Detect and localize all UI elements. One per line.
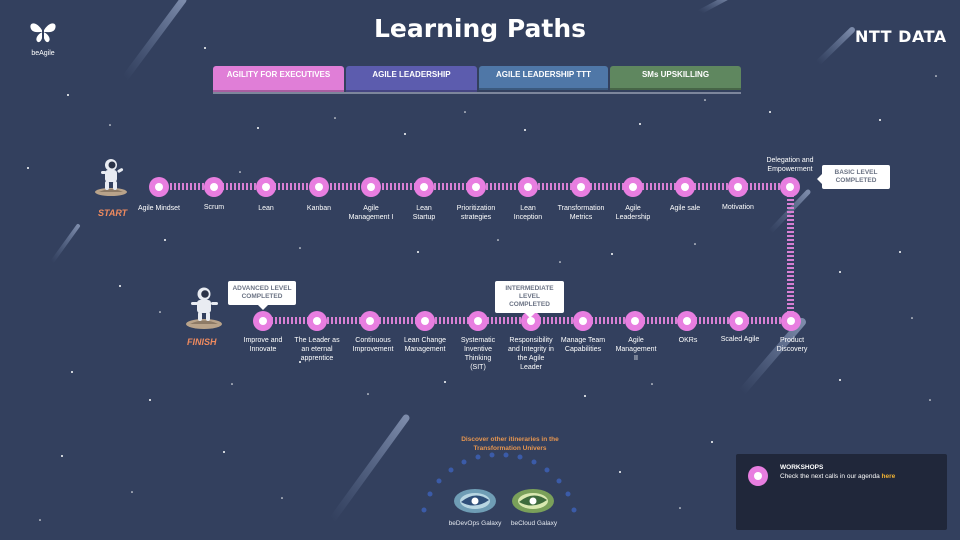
astronaut-start-icon: [95, 159, 127, 196]
tab-sms-upskilling[interactable]: SMs UPSKILLING: [610, 66, 741, 90]
node-kanban[interactable]: [309, 177, 329, 197]
beagile-logo: beAgile: [26, 20, 60, 57]
node-lean-change-management[interactable]: [415, 311, 435, 331]
badge-advanced-level-completed: ADVANCED LEVEL COMPLETED: [228, 281, 296, 310]
stars: [27, 47, 937, 521]
label-improve-innovate: Improve and Innovate: [243, 337, 283, 353]
badge-basic-level-completed: BASIC LEVEL COMPLETED: [817, 165, 890, 189]
label-systematic-inventive-thinking: Systematic Inventive Thinking (SIT): [460, 337, 496, 371]
page-title: Learning Paths: [374, 14, 586, 43]
node-motivation[interactable]: [728, 177, 748, 197]
node-improve-innovate[interactable]: [253, 311, 273, 331]
comet-trails: [50, 0, 917, 524]
node-agile-mindset[interactable]: [149, 177, 169, 197]
node-lean-startup[interactable]: [414, 177, 434, 197]
workshops-here-link[interactable]: here: [881, 473, 896, 480]
node-product-discovery[interactable]: [781, 311, 801, 331]
label-prioritization-strategies: Prioritization strategies: [456, 205, 496, 221]
start-label: START: [98, 208, 128, 218]
label-lean-startup: Lean Startup: [412, 205, 436, 221]
node-agile-management-2[interactable]: [625, 311, 645, 331]
node-agile-sale[interactable]: [675, 177, 695, 197]
label-lean-change-management: Lean Change Management: [403, 337, 447, 353]
cloud-galaxy-label: beCloud Galaxy: [510, 520, 558, 527]
devops-galaxy-label: beDevOps Galaxy: [448, 520, 502, 527]
tab-agility-for-executives[interactable]: AGILITY FOR EXECUTIVES: [213, 66, 344, 92]
label-manage-team-capabilities: Manage Team Capabilities: [560, 337, 606, 353]
label-okrs: OKRs: [678, 337, 698, 344]
cloud-galaxy-icon[interactable]: [511, 488, 555, 514]
discover-itineraries-text: Discover other itineraries in the Transf…: [461, 436, 559, 452]
nttdata-logo: NTT DATA: [855, 27, 947, 46]
butterfly-icon: [30, 23, 56, 43]
workshops-title: WORKSHOPS: [780, 464, 824, 471]
label-agile-management-1: Agile Management I: [348, 205, 394, 221]
label-agile-leadership: Agile Leadership: [615, 205, 651, 221]
label-agile-sale: Agile sale: [669, 205, 701, 212]
path-tabs: AGILITY FOR EXECUTIVES AGILE LEADERSHIP …: [213, 66, 741, 94]
label-lean: Lean: [258, 205, 274, 212]
badge-intermediate-level-completed: INTERMEDIATE LEVEL COMPLETED: [495, 281, 564, 318]
label-scrum: Scrum: [203, 204, 225, 211]
node-agile-management-1[interactable]: [361, 177, 381, 197]
workshops-desc-text: Check the next calls in our agenda: [780, 473, 880, 480]
workshops-description: Check the next calls in our agenda here: [780, 473, 895, 480]
label-lean-inception: Lean Inception: [513, 205, 543, 221]
astronaut-finish-icon: [186, 287, 222, 329]
label-delegation-empowerment: Delegation and Empowerment: [766, 157, 814, 173]
label-agile-mindset: Agile Mindset: [137, 205, 181, 212]
node-systematic-inventive-thinking[interactable]: [468, 311, 488, 331]
node-delegation-empowerment[interactable]: [780, 177, 800, 197]
node-lean[interactable]: [256, 177, 276, 197]
node-transformation-metrics[interactable]: [571, 177, 591, 197]
tab-agile-leadership[interactable]: AGILE LEADERSHIP: [346, 66, 477, 92]
label-product-discovery: Product Discovery: [776, 337, 808, 353]
node-scaled-agile[interactable]: [729, 311, 749, 331]
node-agile-leadership[interactable]: [623, 177, 643, 197]
devops-galaxy-icon[interactable]: [453, 488, 497, 514]
node-prioritization-strategies[interactable]: [466, 177, 486, 197]
node-continuous-improvement[interactable]: [360, 311, 380, 331]
track-connector: [787, 187, 794, 320]
label-transformation-metrics: Transformation Metrics: [557, 205, 605, 221]
node-leader-eternal-apprentice[interactable]: [307, 311, 327, 331]
node-lean-inception[interactable]: [518, 177, 538, 197]
beagile-wordmark: beAgile: [31, 50, 55, 57]
tab-agile-leadership-ttt[interactable]: AGILE LEADERSHIP TTT: [479, 66, 608, 90]
label-continuous-improvement: Continuous Improvement: [352, 337, 394, 353]
node-okrs[interactable]: [677, 311, 697, 331]
label-leader-eternal-apprentice: The Leader as an eternal apprentice: [294, 337, 340, 362]
node-manage-team-capabilities[interactable]: [573, 311, 593, 331]
node-scrum[interactable]: [204, 177, 224, 197]
galaxy-orbit-dots: [421, 452, 577, 513]
workshops-panel: WORKSHOPS Check the next calls in our ag…: [736, 454, 947, 530]
finish-label: FINISH: [187, 337, 217, 347]
label-responsibility-integrity: Responsibility and Integrity in the Agil…: [508, 337, 554, 371]
label-motivation: Motivation: [722, 204, 754, 211]
label-kanban: Kanban: [306, 205, 332, 212]
label-scaled-agile: Scaled Agile: [720, 336, 760, 343]
label-agile-management-2: Agile Management II: [615, 337, 657, 362]
workshops-dot-icon: [748, 466, 768, 486]
